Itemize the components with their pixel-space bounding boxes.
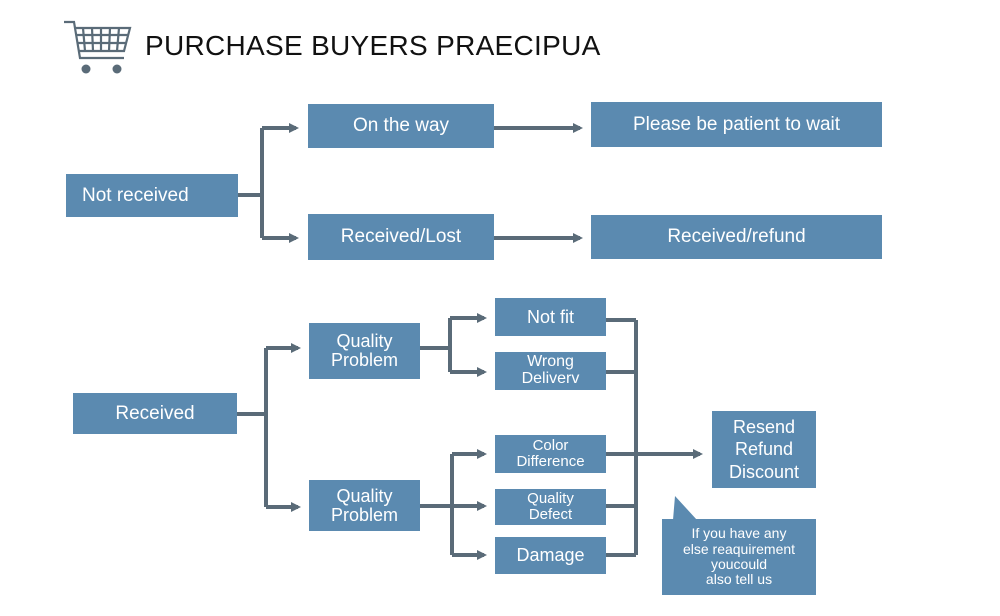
callout-tail: [673, 496, 697, 520]
wrong-delivery-box: Wrong Deliverv: [495, 352, 606, 390]
resolution-box: Resend Refund Discount: [712, 411, 816, 488]
callout-line4: also tell us: [705, 571, 773, 588]
received-box: Received: [73, 393, 237, 434]
received-refund-label: Received/refund: [667, 226, 806, 248]
wrong-delivery-line2: Deliverv: [521, 370, 580, 387]
quality-problem-box-1: Quality Problem: [309, 323, 420, 379]
speech-callout: If you have any else reaquirement youcou…: [662, 519, 816, 595]
quality-problem-box-2: Quality Problem: [309, 480, 420, 531]
resend-label: Resend: [732, 416, 796, 437]
callout-line1: If you have any: [691, 525, 787, 542]
quality-problem-2-line2: Problem: [330, 504, 399, 525]
not-received-box: Not received: [66, 174, 238, 217]
received-lost-box: Received/Lost: [308, 214, 494, 260]
not-received-label: Not received: [82, 184, 189, 206]
damage-label: Damage: [516, 545, 585, 566]
quality-defect-box: Quality Defect: [495, 489, 606, 525]
not-fit-label: Not fit: [526, 306, 574, 327]
on-the-way-label: On the way: [352, 115, 450, 137]
wait-patiently-box: Please be patient to wait: [591, 102, 882, 147]
quality-problem-1-line2: Problem: [330, 350, 399, 370]
shopping-cart-icon: [64, 20, 132, 74]
callout-line2: else reaquirement: [682, 540, 796, 557]
page-title: PURCHASE BUYERS PRAECIPUA: [145, 30, 601, 61]
damage-box: Damage: [495, 537, 606, 574]
quality-problem-1-line1: Quality: [336, 331, 393, 352]
quality-defect-line1: Quality: [527, 490, 574, 508]
received-label: Received: [115, 402, 195, 424]
quality-problem-2-line1: Quality: [336, 485, 393, 506]
color-difference-line2: Difference: [516, 453, 585, 470]
wrong-delivery-line1: Wrong: [527, 353, 574, 371]
discount-label: Discount: [728, 461, 800, 482]
wait-patiently-label: Please be patient to wait: [632, 113, 841, 135]
received-lost-label: Received/Lost: [340, 226, 462, 248]
quality-defect-line2: Defect: [528, 506, 573, 523]
received-refund-box: Received/refund: [591, 215, 882, 259]
color-difference-line1: Color: [532, 437, 569, 455]
not-fit-box: Not fit: [495, 298, 606, 336]
refund-label: Refund: [734, 439, 794, 460]
callout-line3: youcould: [710, 556, 768, 572]
on-the-way-box: On the way: [308, 104, 494, 148]
color-difference-box: Color Difference: [495, 435, 606, 473]
